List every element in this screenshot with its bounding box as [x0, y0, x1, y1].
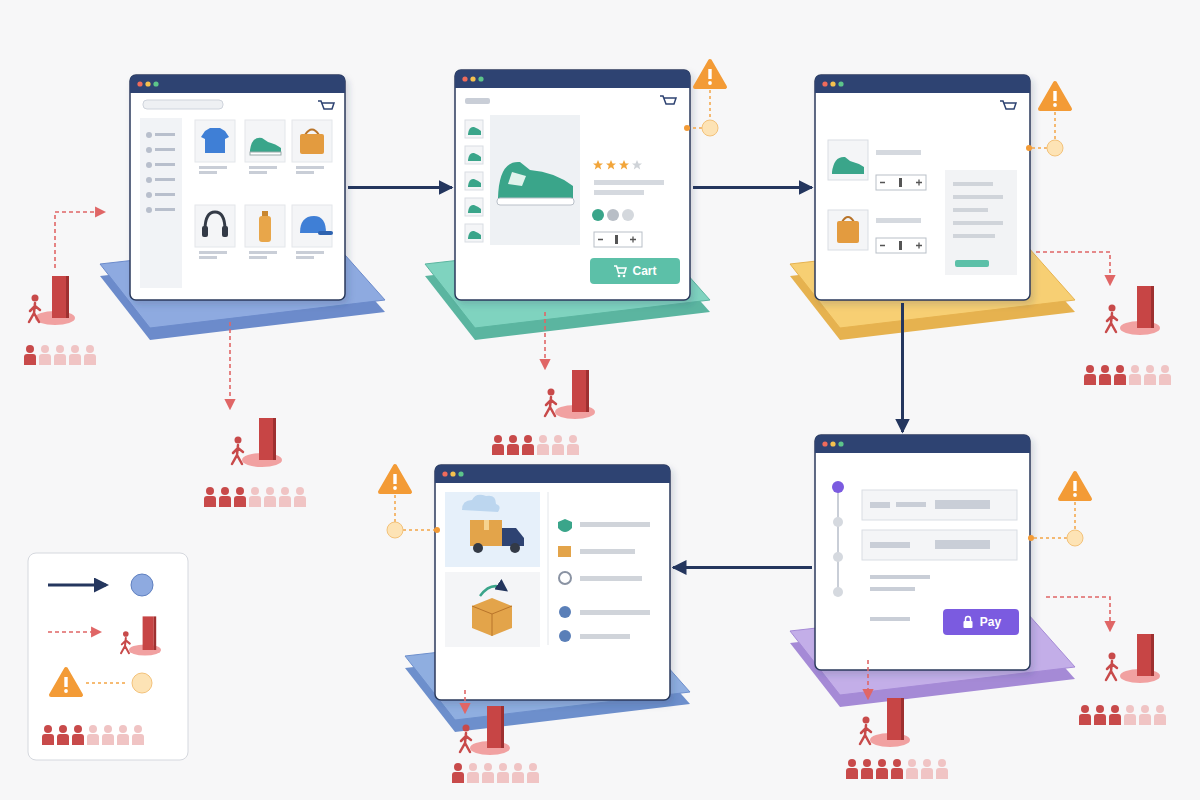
flow-arrow [901, 303, 904, 432]
platform [100, 238, 1075, 732]
flow-arrow [693, 186, 812, 189]
person-icon [467, 763, 479, 783]
person-icon [861, 759, 873, 779]
flow-arrow [673, 566, 812, 569]
window-dots [137, 76, 843, 476]
person-icon [84, 345, 96, 365]
person-icon [102, 725, 114, 745]
person-icon [42, 725, 54, 745]
person-icon [482, 763, 494, 783]
button-label: Pay [980, 615, 1001, 629]
person-icon [906, 759, 918, 779]
person-icon [39, 345, 51, 365]
person-icon [249, 487, 261, 507]
exit-door [29, 276, 1160, 755]
person-icon [72, 725, 84, 745]
person-icon [1144, 365, 1156, 385]
person-icon [24, 345, 36, 365]
person-icon [219, 487, 231, 507]
person-icon [452, 763, 464, 783]
window-header [130, 70, 1030, 483]
button-label: Cart [632, 264, 656, 278]
person-icon [1099, 365, 1111, 385]
person-icon [1129, 365, 1141, 385]
person-icon [1114, 365, 1126, 385]
person-icon [234, 487, 246, 507]
person-icon [1079, 705, 1091, 725]
screen-window: Pay [815, 435, 1030, 670]
screen-window: Cart [455, 70, 690, 300]
screen-window [435, 465, 670, 700]
person-icon [1124, 705, 1136, 725]
person-icon [512, 763, 524, 783]
catalog-screen [140, 100, 334, 288]
person-icon [537, 435, 549, 455]
person-icon [492, 435, 504, 455]
person-icon [57, 725, 69, 745]
warning-callout [380, 61, 1090, 546]
person-icon [567, 435, 579, 455]
person-icon [507, 435, 519, 455]
product-screen [465, 96, 676, 247]
person-icon [527, 763, 539, 783]
person-icon [1139, 705, 1151, 725]
person-icon [69, 345, 81, 365]
action-button: Cart [590, 258, 680, 284]
lock-icon [961, 615, 975, 629]
person-icon [204, 487, 216, 507]
person-icon [552, 435, 564, 455]
person-icon [87, 725, 99, 745]
cart-screen [828, 101, 1017, 275]
delivery-screen [445, 492, 650, 647]
person-icon [497, 763, 509, 783]
person-icon [921, 759, 933, 779]
person-icon [264, 487, 276, 507]
person-icon [1109, 705, 1121, 725]
person-icon [279, 487, 291, 507]
person-icon [294, 487, 306, 507]
screen-window [130, 75, 345, 300]
person-icon [1084, 365, 1096, 385]
screen-window [815, 75, 1030, 300]
person-icon [132, 725, 144, 745]
drop-off-line [55, 212, 1110, 712]
person-icon [1159, 365, 1171, 385]
legend-box [28, 553, 188, 760]
person-icon [846, 759, 858, 779]
flow-arrow [348, 186, 452, 189]
cart-icon [613, 264, 627, 278]
action-button: Pay [943, 609, 1019, 635]
person-icon [1094, 705, 1106, 725]
payment-screen [832, 481, 1017, 621]
person-icon [54, 345, 66, 365]
people-row [24, 345, 1171, 783]
person-icon [891, 759, 903, 779]
browser-window [130, 70, 1030, 700]
person-icon [522, 435, 534, 455]
person-icon [876, 759, 888, 779]
person-icon [936, 759, 948, 779]
person-icon [1154, 705, 1166, 725]
person-icon [117, 725, 129, 745]
